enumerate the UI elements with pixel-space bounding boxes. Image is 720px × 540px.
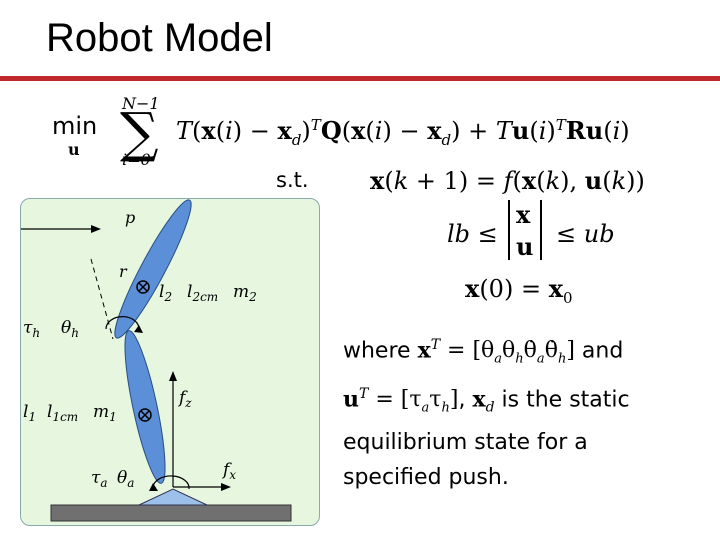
label-l2cm: l2cm [187, 282, 218, 304]
vector-top-x: x [516, 200, 531, 229]
label-m2: m2 [233, 282, 257, 304]
title-divider [0, 76, 720, 81]
sum-lower-limit: i=0 [122, 150, 151, 169]
upper-link [114, 199, 192, 339]
min-operator: min [52, 112, 98, 140]
state-definition-text: where xT = [θaθhθ̇aθ̇h] and uT = [τaτh],… [343, 328, 713, 495]
where-line-1: where xT = [θaθhθ̇aθ̇h] and [343, 337, 624, 367]
initial-condition: x(0) = x0 [465, 274, 573, 307]
subject-to-label: s.t. [276, 168, 309, 192]
label-tau-h: τh [23, 318, 40, 340]
label-p: p [125, 208, 135, 227]
where-line-4: specified push. [343, 465, 509, 491]
lower-bound: lb ≤ [447, 220, 498, 248]
upper-bound: ≤ ub [556, 220, 615, 248]
label-m1: m1 [93, 402, 117, 424]
ankle-torque-arc [152, 475, 190, 490]
min-subscript: u [68, 140, 80, 159]
ground-plate [50, 504, 292, 522]
label-l1: l1 [23, 402, 36, 424]
label-l2: l2 [159, 282, 172, 304]
hip-torque-arc [105, 316, 140, 330]
objective-expression: T(x(i) − xd)TQ(x(i) − xd) + Tu(i)TRu(i) [176, 116, 630, 149]
push-offset-line [90, 258, 114, 340]
where-line-3: equilibrium state for a [343, 430, 588, 456]
state-input-vector [508, 200, 542, 260]
vector-bottom-u: u [516, 232, 534, 261]
dynamics-constraint: x(k + 1) = f(x(k), u(k)) [370, 166, 645, 195]
label-fz: fz [177, 388, 192, 410]
com-marker-upper [136, 280, 150, 294]
sum-upper-limit: N−1 [122, 94, 160, 113]
robot-diagram-panel: p r l2 l2cm m2 τh θh l1 l1cm m1 fz fx τa… [20, 198, 320, 526]
robot-diagram: p r l2 l2cm m2 τh θh l1 l1cm m1 fz fx τa… [21, 199, 292, 522]
ankle-foot [138, 488, 208, 506]
label-theta-h: θh [61, 318, 79, 340]
com-marker-lower [138, 408, 152, 422]
sum-symbol: ∑ [120, 101, 159, 164]
label-fx: fx [221, 460, 236, 482]
label-tau-a: τa [91, 468, 108, 490]
lower-link [124, 330, 166, 484]
slide-title: Robot Model [46, 16, 273, 60]
label-l1cm: l1cm [47, 402, 78, 424]
label-r: r [119, 262, 128, 281]
where-line-2: uT = [τaτh], xd is the static [343, 385, 630, 416]
label-theta-a: θa [117, 468, 134, 490]
